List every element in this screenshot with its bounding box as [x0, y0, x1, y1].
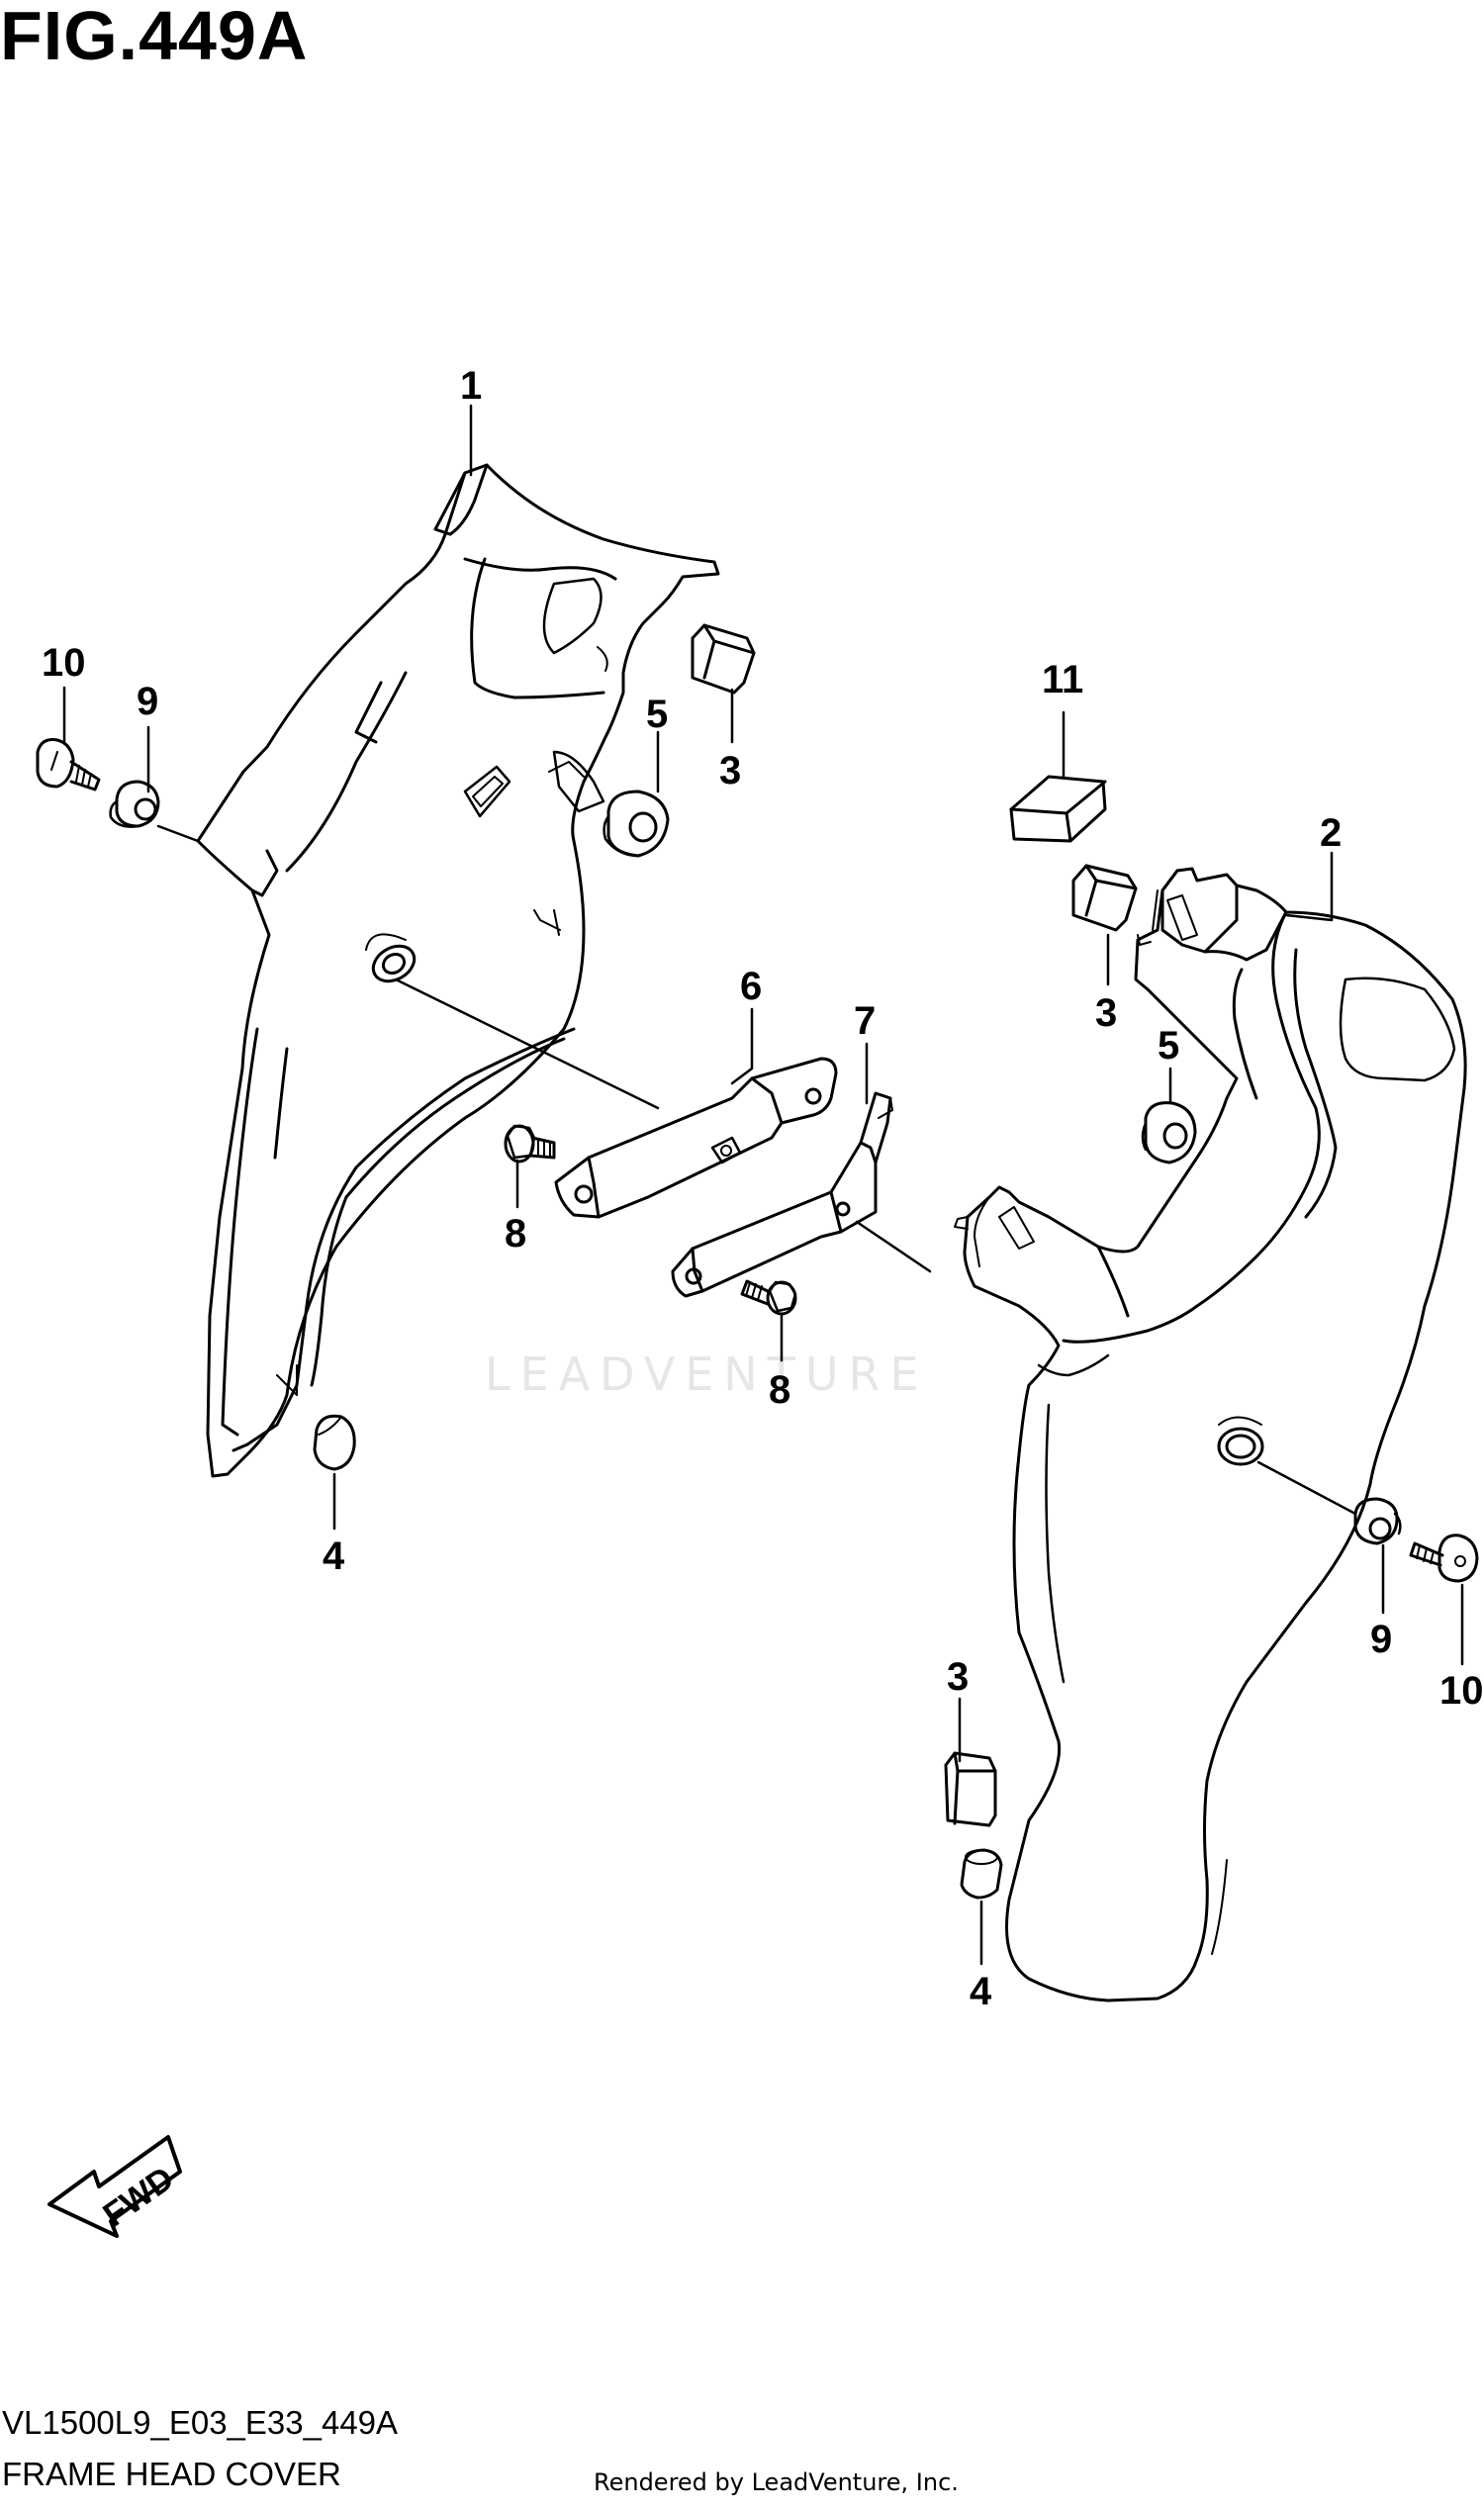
- callout-8: 8: [769, 1368, 790, 1412]
- grommet-part-5-right[interactable]: [1141, 1101, 1197, 1164]
- grommet-part-5-left[interactable]: [603, 790, 670, 858]
- grommet-part-9-left[interactable]: [109, 780, 160, 828]
- callout-10: 10: [1439, 1669, 1484, 1713]
- leader-lines: [62, 404, 1464, 1966]
- callout-9: 9: [1370, 1618, 1392, 1661]
- cushion-part-3-lower[interactable]: [944, 1751, 997, 1827]
- grommet-part-9-right[interactable]: [1353, 1497, 1402, 1545]
- screw-part-10-left[interactable]: [36, 738, 101, 791]
- callout-10: 10: [42, 641, 86, 685]
- callout-9: 9: [137, 680, 158, 723]
- screw-part-10-right[interactable]: [1409, 1534, 1479, 1583]
- bracket-part-6[interactable]: [554, 1057, 838, 1219]
- callout-6: 6: [740, 965, 762, 1008]
- fwd-arrow-icon: FWD: [47, 2135, 182, 2238]
- render-credit: Rendered by LeadVenture, Inc.: [594, 2468, 959, 2496]
- callout-5: 5: [646, 693, 668, 736]
- cushion-part-3-upper-left[interactable]: [691, 623, 756, 695]
- grommet-part-4-right[interactable]: [960, 1848, 1003, 1900]
- grommet-part-4-left[interactable]: [313, 1414, 356, 1471]
- bolt-part-8-upper[interactable]: [504, 1124, 556, 1163]
- tape-part-11[interactable]: [1009, 775, 1107, 843]
- callout-labels: 1 2 3 3 3 4 4 5 5 6 7 8 8 9 9 10 10 11: [42, 364, 1484, 2013]
- cushion-part-3-upper-right[interactable]: [1071, 864, 1138, 932]
- callout-5: 5: [1158, 1024, 1179, 1068]
- callout-2: 2: [1320, 811, 1342, 855]
- left-frame-head-cover[interactable]: [196, 463, 720, 1478]
- callout-11: 11: [1042, 658, 1083, 701]
- right-frame-head-cover[interactable]: [954, 867, 1467, 2002]
- callout-4: 4: [323, 1535, 345, 1578]
- callout-1: 1: [460, 364, 482, 408]
- bolt-part-8-lower[interactable]: [740, 1279, 797, 1316]
- model-code: VL1500L9_E03_E33_449A: [2, 2404, 399, 2441]
- section-name: FRAME HEAD COVER: [2, 2456, 341, 2492]
- callout-7: 7: [854, 999, 876, 1043]
- callout-3: 3: [719, 749, 741, 792]
- callout-8: 8: [505, 1212, 526, 1256]
- watermark: LEADVENTURE: [485, 1348, 929, 1401]
- bracket-part-7[interactable]: [671, 1091, 893, 1298]
- callout-4: 4: [970, 1970, 992, 2013]
- callout-3: 3: [947, 1655, 969, 1699]
- figure-title: FIG.449A: [0, 0, 309, 74]
- callout-3: 3: [1095, 991, 1117, 1035]
